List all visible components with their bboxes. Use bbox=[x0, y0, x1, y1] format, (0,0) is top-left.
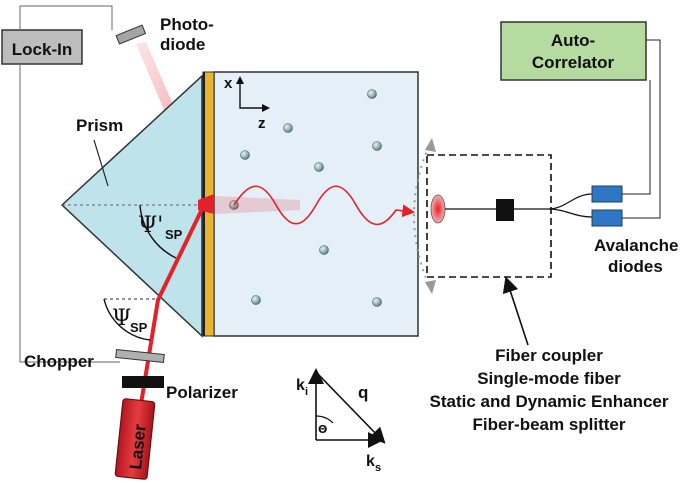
autocorrelator-label-2: Correlator bbox=[532, 53, 615, 72]
chopper-plate bbox=[115, 348, 165, 364]
lockin-group: Lock-In bbox=[1, 5, 120, 363]
q-label: q bbox=[358, 383, 368, 402]
detector-rotation-arc bbox=[413, 139, 433, 293]
psi-arc bbox=[103, 298, 151, 341]
chopper-group: Chopper bbox=[24, 348, 165, 371]
fiber-coupler-lens bbox=[430, 194, 446, 224]
scattering-vector-triangle: Θ k i q k s bbox=[296, 368, 386, 474]
prism-body bbox=[60, 74, 203, 338]
lockin-chopper-wire bbox=[19, 64, 120, 363]
polarizer-label: Polarizer bbox=[166, 383, 238, 402]
lockin-label: Lock-In bbox=[12, 40, 72, 59]
laser-group: Laser bbox=[114, 398, 156, 480]
lockin-box bbox=[1, 29, 83, 65]
psi-prime-subscript: SP bbox=[165, 227, 183, 242]
rotation-arrow-top bbox=[425, 138, 436, 152]
theta-symbol: Θ bbox=[318, 423, 327, 436]
beam-spot-on-film bbox=[198, 194, 214, 214]
particle bbox=[251, 295, 261, 305]
autocorrelator-group: Auto- Correlator bbox=[500, 21, 647, 81]
incident-beam bbox=[138, 202, 207, 411]
prism-label: Prism bbox=[76, 116, 123, 135]
chopper-label: Chopper bbox=[24, 352, 94, 371]
particle bbox=[240, 150, 250, 160]
psi-symbol: Ψ bbox=[112, 306, 131, 331]
avalanche-diodes-group: Avalanche diodes bbox=[591, 39, 678, 276]
fiber-list-item-3: Static and Dynamic Enhancer bbox=[429, 392, 668, 411]
photodiode-group: Photo- diode bbox=[115, 15, 214, 54]
laser-body bbox=[114, 398, 156, 480]
fiber-optics-box bbox=[426, 154, 593, 278]
particle bbox=[372, 141, 382, 151]
avalanche-label-2: diodes bbox=[608, 257, 663, 276]
autocorrelator-label-1: Auto- bbox=[551, 31, 595, 50]
scattered-wave-arrow bbox=[233, 185, 416, 226]
fiber-list-item-4: Fiber-beam splitter bbox=[472, 415, 625, 434]
photodiode-label-1: Photo- bbox=[160, 15, 214, 34]
prism: Prism bbox=[60, 74, 203, 338]
avalanche-diode-top bbox=[591, 185, 623, 203]
psi-subscript: SP bbox=[130, 320, 148, 335]
psi-prime-symbol: Ψ' bbox=[138, 213, 163, 238]
particle bbox=[372, 297, 382, 307]
x-axis-arrowhead bbox=[236, 76, 244, 84]
sample-cell: x z bbox=[202, 71, 419, 337]
psi-prime-arc bbox=[139, 204, 177, 259]
particle bbox=[283, 123, 293, 133]
laser-beam bbox=[138, 194, 214, 411]
axis-x-label: x bbox=[224, 75, 233, 92]
polarizer-block bbox=[122, 376, 164, 388]
diode-wire-top bbox=[622, 80, 651, 195]
autocorrelator-box bbox=[500, 21, 647, 81]
laser-label: Laser bbox=[126, 423, 150, 470]
particle bbox=[367, 89, 377, 99]
k-s-label: k bbox=[366, 453, 375, 470]
avalanche-label-1: Avalanche bbox=[594, 236, 678, 255]
fiber-list-item-2: Single-mode fiber bbox=[477, 369, 621, 388]
prism-pointer-line bbox=[93, 139, 109, 187]
avalanche-diode-bottom bbox=[591, 209, 623, 227]
fiber-component-list: Fiber coupler Single-mode fiber Static a… bbox=[429, 346, 668, 434]
angle-psi-prime: Ψ' SP bbox=[138, 204, 183, 259]
q-vector bbox=[315, 371, 386, 444]
k-i-label: k bbox=[296, 377, 305, 394]
angle-psi: Ψ SP bbox=[103, 298, 160, 341]
fiber-optics-dashed-frame bbox=[426, 154, 552, 278]
pointer-arrow bbox=[502, 276, 529, 346]
axes-lines bbox=[239, 78, 268, 109]
rotation-arrow-bottom bbox=[425, 280, 436, 294]
fiber-enhancer-block bbox=[496, 199, 514, 221]
photodiode-label-2: diode bbox=[160, 35, 205, 54]
particle bbox=[319, 245, 329, 255]
k-s-subscript: s bbox=[375, 462, 381, 474]
diode-wire-bottom bbox=[622, 39, 661, 219]
k-i-subscript: i bbox=[305, 386, 308, 398]
y-splitter-icon bbox=[547, 193, 593, 218]
photodiode-plate bbox=[115, 24, 147, 45]
polarizer-group: Polarizer bbox=[122, 376, 238, 402]
z-axis-arrowhead bbox=[262, 104, 270, 112]
fiber-list-item-1: Fiber coupler bbox=[495, 346, 603, 365]
axis-z-label: z bbox=[258, 115, 266, 132]
lockin-photodiode-wire bbox=[19, 5, 113, 30]
particle bbox=[314, 162, 324, 172]
theta-arc bbox=[315, 415, 334, 424]
